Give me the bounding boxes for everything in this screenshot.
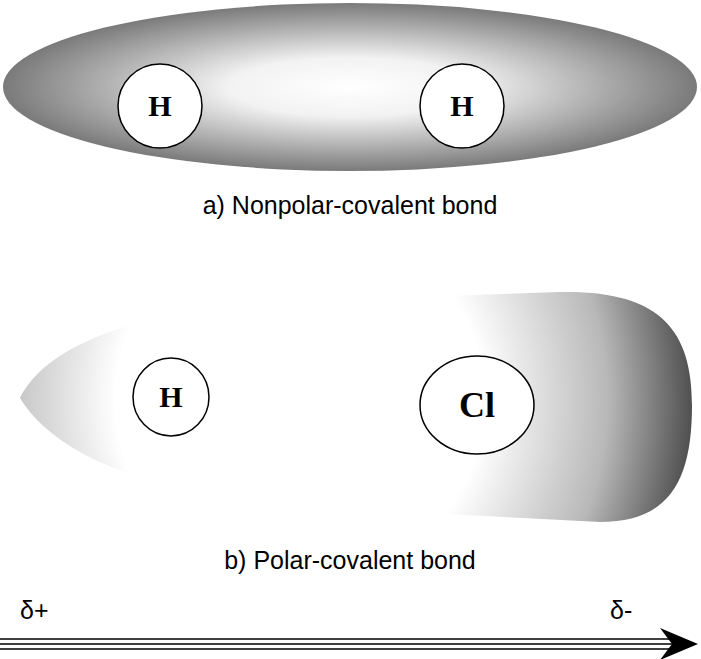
electron-cloud	[3, 3, 697, 171]
polarity-arrow	[0, 628, 698, 659]
atom-circle: H	[117, 63, 203, 149]
atom-symbol: H	[148, 89, 171, 123]
charge-label: δ-	[610, 596, 632, 625]
atom-symbol: H	[450, 89, 473, 123]
charge-label: δ+	[20, 596, 49, 625]
atom-circle: H	[132, 357, 210, 437]
atom-circle: H	[419, 63, 505, 149]
caption-label: b) Polar-covalent bond	[224, 546, 476, 575]
atom-symbol: Cl	[459, 384, 495, 426]
atom-symbol: H	[159, 380, 182, 414]
caption-label: a) Nonpolar-covalent bond	[203, 191, 498, 220]
atom-circle: Cl	[419, 355, 535, 455]
electron-cloud	[20, 292, 692, 522]
